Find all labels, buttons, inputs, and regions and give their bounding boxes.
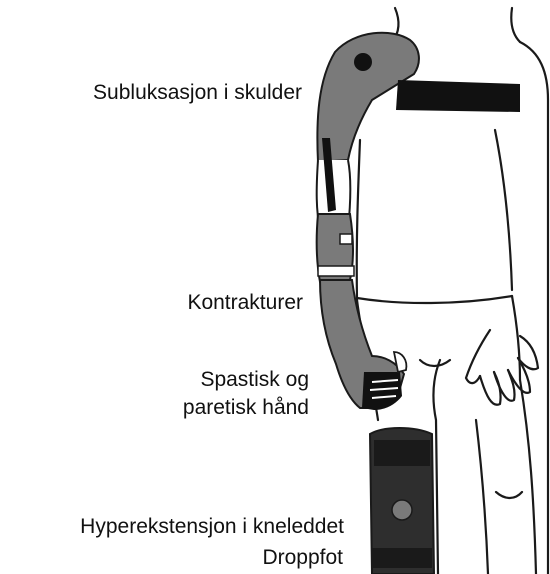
label-shoulder-subluxation: Subluksasjon i skulder [93, 80, 302, 105]
shoulder-joint-dot [354, 53, 372, 71]
chest-strap [396, 80, 520, 112]
elbow-hinge [340, 234, 352, 244]
knee-brace-hinge [392, 500, 412, 520]
label-drop-foot: Droppfot [262, 545, 343, 570]
knee-brace-strap-bottom [372, 548, 432, 568]
elbow-gap [318, 266, 354, 276]
knee-brace-strap-top [374, 440, 430, 466]
label-contractures: Kontrakturer [187, 290, 303, 315]
label-spastic-hand-line2: paretisk hånd [183, 395, 309, 420]
label-knee-hyperextension: Hyperekstensjon i kneleddet [80, 514, 344, 539]
hand-fingers [362, 372, 402, 410]
label-spastic-hand-line1: Spastisk og [200, 367, 309, 392]
